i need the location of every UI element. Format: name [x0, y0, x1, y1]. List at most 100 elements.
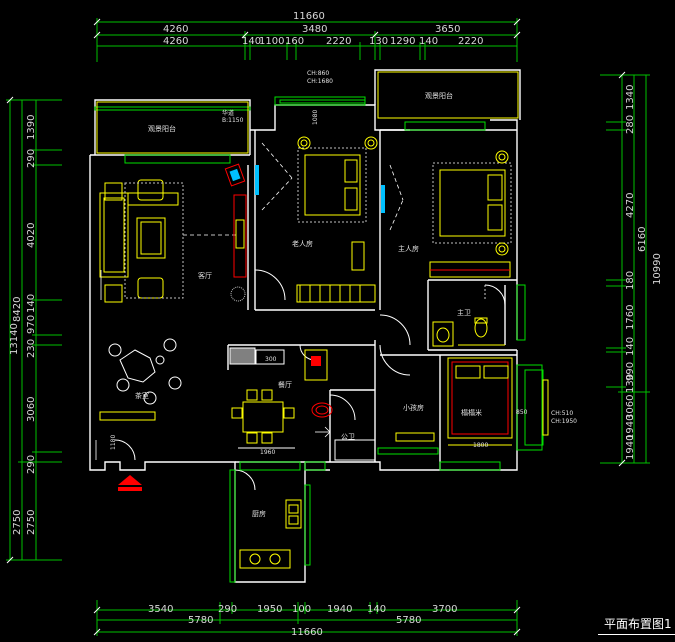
- dim-right-in-4: 1760: [625, 305, 636, 330]
- note-win-top-a: CH:860: [307, 70, 329, 77]
- tv-cabinet: [224, 163, 247, 302]
- dim-top-3-7: 140: [419, 36, 438, 47]
- dining-cabinet: [229, 347, 328, 381]
- label-master-bedroom: 主人房: [398, 244, 419, 253]
- dim-top-overall: 11660: [293, 11, 325, 22]
- dim-bot-1-0: 3540: [148, 604, 173, 615]
- dim-bot-1-2: 1950: [257, 604, 282, 615]
- dim-right-in-6: 990: [625, 362, 636, 381]
- dim-top-2-2: 3650: [435, 24, 460, 35]
- tea-set: [99, 338, 182, 421]
- top-dimension-labels: 11660 4260 3480 3650 4260 140 1100 160 2…: [163, 11, 483, 47]
- note-ac-top-dim: B:1150: [222, 117, 244, 124]
- annotations: 华道 B:1150 CH:860 CH:1680 1080 300 1960 1…: [110, 70, 577, 456]
- master-bed: [429, 150, 512, 278]
- note-left-wall: 1180: [110, 435, 117, 450]
- dim-right-in-8: 3060: [625, 395, 636, 420]
- dim-left-in-3: 970: [26, 315, 37, 334]
- dim-top-2-1: 3480: [302, 24, 327, 35]
- guide-lines: [183, 142, 404, 236]
- label-dining: 餐厅: [278, 380, 292, 389]
- dim-right-mid-1: 1940: [625, 415, 636, 440]
- note-door-top: 1080: [312, 110, 319, 125]
- label-child-room: 小孩房: [403, 403, 424, 412]
- dim-left-in-8: 2750: [26, 510, 37, 535]
- master-door-mark: [381, 185, 385, 213]
- dim-left-in-7: 290: [26, 455, 37, 474]
- dim-top-3-3: 160: [285, 36, 304, 47]
- balconies: [96, 71, 549, 436]
- dim-left-in-5: 230: [26, 339, 37, 358]
- right-dimension-labels: 10990 6160 1940 1340 280 4270 180 1760 1…: [625, 85, 663, 460]
- old-bedroom-bed: [296, 136, 378, 303]
- note-tatami-side: 850: [516, 409, 528, 416]
- label-public-bath: 公卫: [341, 433, 355, 441]
- note-win-right-b: CH:1950: [551, 418, 577, 425]
- dim-top-3-6: 1290: [390, 36, 415, 47]
- label-living: 客厅: [198, 271, 212, 280]
- public-bath-fixtures: [311, 402, 376, 461]
- left-dimension-labels: 13140 8420 2750 1390 290 4020 970 140 23…: [9, 115, 37, 535]
- dim-bot-2-1: 5780: [396, 615, 421, 626]
- drawing-title: 平面布置图1: [604, 617, 672, 631]
- dim-top-3-5: 130: [369, 36, 388, 47]
- dim-right-in-5: 140: [625, 337, 636, 356]
- dim-top-3-2: 1100: [259, 36, 284, 47]
- dim-left-mid-1: 2750: [12, 510, 23, 535]
- note-win-right-a: CH:510: [551, 410, 573, 417]
- dim-top-3-8: 2220: [458, 36, 483, 47]
- dim-bot-1-6: 3700: [432, 604, 457, 615]
- dimension-ticks: [6, 18, 626, 636]
- dim-top-3-4: 2220: [326, 36, 351, 47]
- bottom-dimension-labels: 3540 290 1950 100 1940 140 3700 5780 578…: [148, 604, 457, 638]
- note-ac-top: 华道: [222, 109, 234, 117]
- dining-table: [231, 389, 295, 449]
- dim-right-in-7: 130: [625, 374, 636, 393]
- sofa-set: [99, 179, 184, 303]
- label-kitchen: 厨房: [252, 509, 266, 518]
- dim-right-in-9: 1940: [625, 435, 636, 460]
- dim-bot-1-4: 1940: [327, 604, 352, 615]
- door-swings: [114, 269, 506, 491]
- dim-top-3-0: 4260: [163, 36, 188, 47]
- master-bath-fixtures: [432, 317, 505, 347]
- label-balcony-right: 观景阳台: [425, 91, 453, 100]
- dim-bot-overall: 11660: [291, 627, 323, 638]
- room-labels: 观景阳台 观景阳台 客厅 老人房 主人房 主卫 茶室 餐厅 公卫 小孩房 榻榻米…: [135, 91, 482, 518]
- label-tea-room: 茶室: [135, 391, 149, 400]
- dim-right-in-1: 280: [625, 115, 636, 134]
- note-win-top-b: CH:1680: [307, 78, 333, 85]
- dim-bot-1-5: 140: [367, 604, 386, 615]
- dim-left-in-6: 3060: [26, 397, 37, 422]
- dim-bot-1-3: 100: [292, 604, 311, 615]
- dim-bot-1-1: 290: [218, 604, 237, 615]
- note-dining-cabinet: 300: [265, 356, 277, 363]
- note-tatami-dim: 1800: [473, 442, 488, 449]
- dim-left-in-1: 290: [26, 149, 37, 168]
- dim-left-in-4: 140: [26, 294, 37, 313]
- dim-top-3-1: 140: [242, 36, 261, 47]
- dim-left-in-2: 4020: [26, 223, 37, 248]
- kitchen-fixtures: [239, 499, 302, 569]
- old-bedroom-door-mark: [255, 165, 259, 195]
- dim-left-in-0: 1390: [26, 115, 37, 140]
- dim-right-in-3: 180: [625, 271, 636, 290]
- misc-lines: [95, 270, 486, 460]
- drawing-title-underline: [598, 634, 675, 635]
- note-dining-width: 1960: [260, 449, 275, 456]
- tatami: [395, 357, 513, 446]
- label-balcony-left: 观景阳台: [148, 124, 176, 133]
- dim-left-mid-0: 8420: [12, 297, 23, 322]
- dim-right-in-2: 4270: [625, 193, 636, 218]
- label-tatami: 榻榻米: [461, 408, 482, 417]
- dim-right-mid-0: 6160: [637, 227, 648, 252]
- dim-right-in-0: 1340: [625, 85, 636, 110]
- dim-left-outer: 13140: [9, 323, 20, 355]
- dim-top-2-0: 4260: [163, 24, 188, 35]
- entrance-arrow: [118, 475, 142, 491]
- label-old-bedroom: 老人房: [292, 239, 313, 248]
- dim-right-outer: 10990: [652, 253, 663, 285]
- dim-bot-2-0: 5780: [188, 615, 213, 626]
- label-master-bath: 主卫: [457, 308, 471, 317]
